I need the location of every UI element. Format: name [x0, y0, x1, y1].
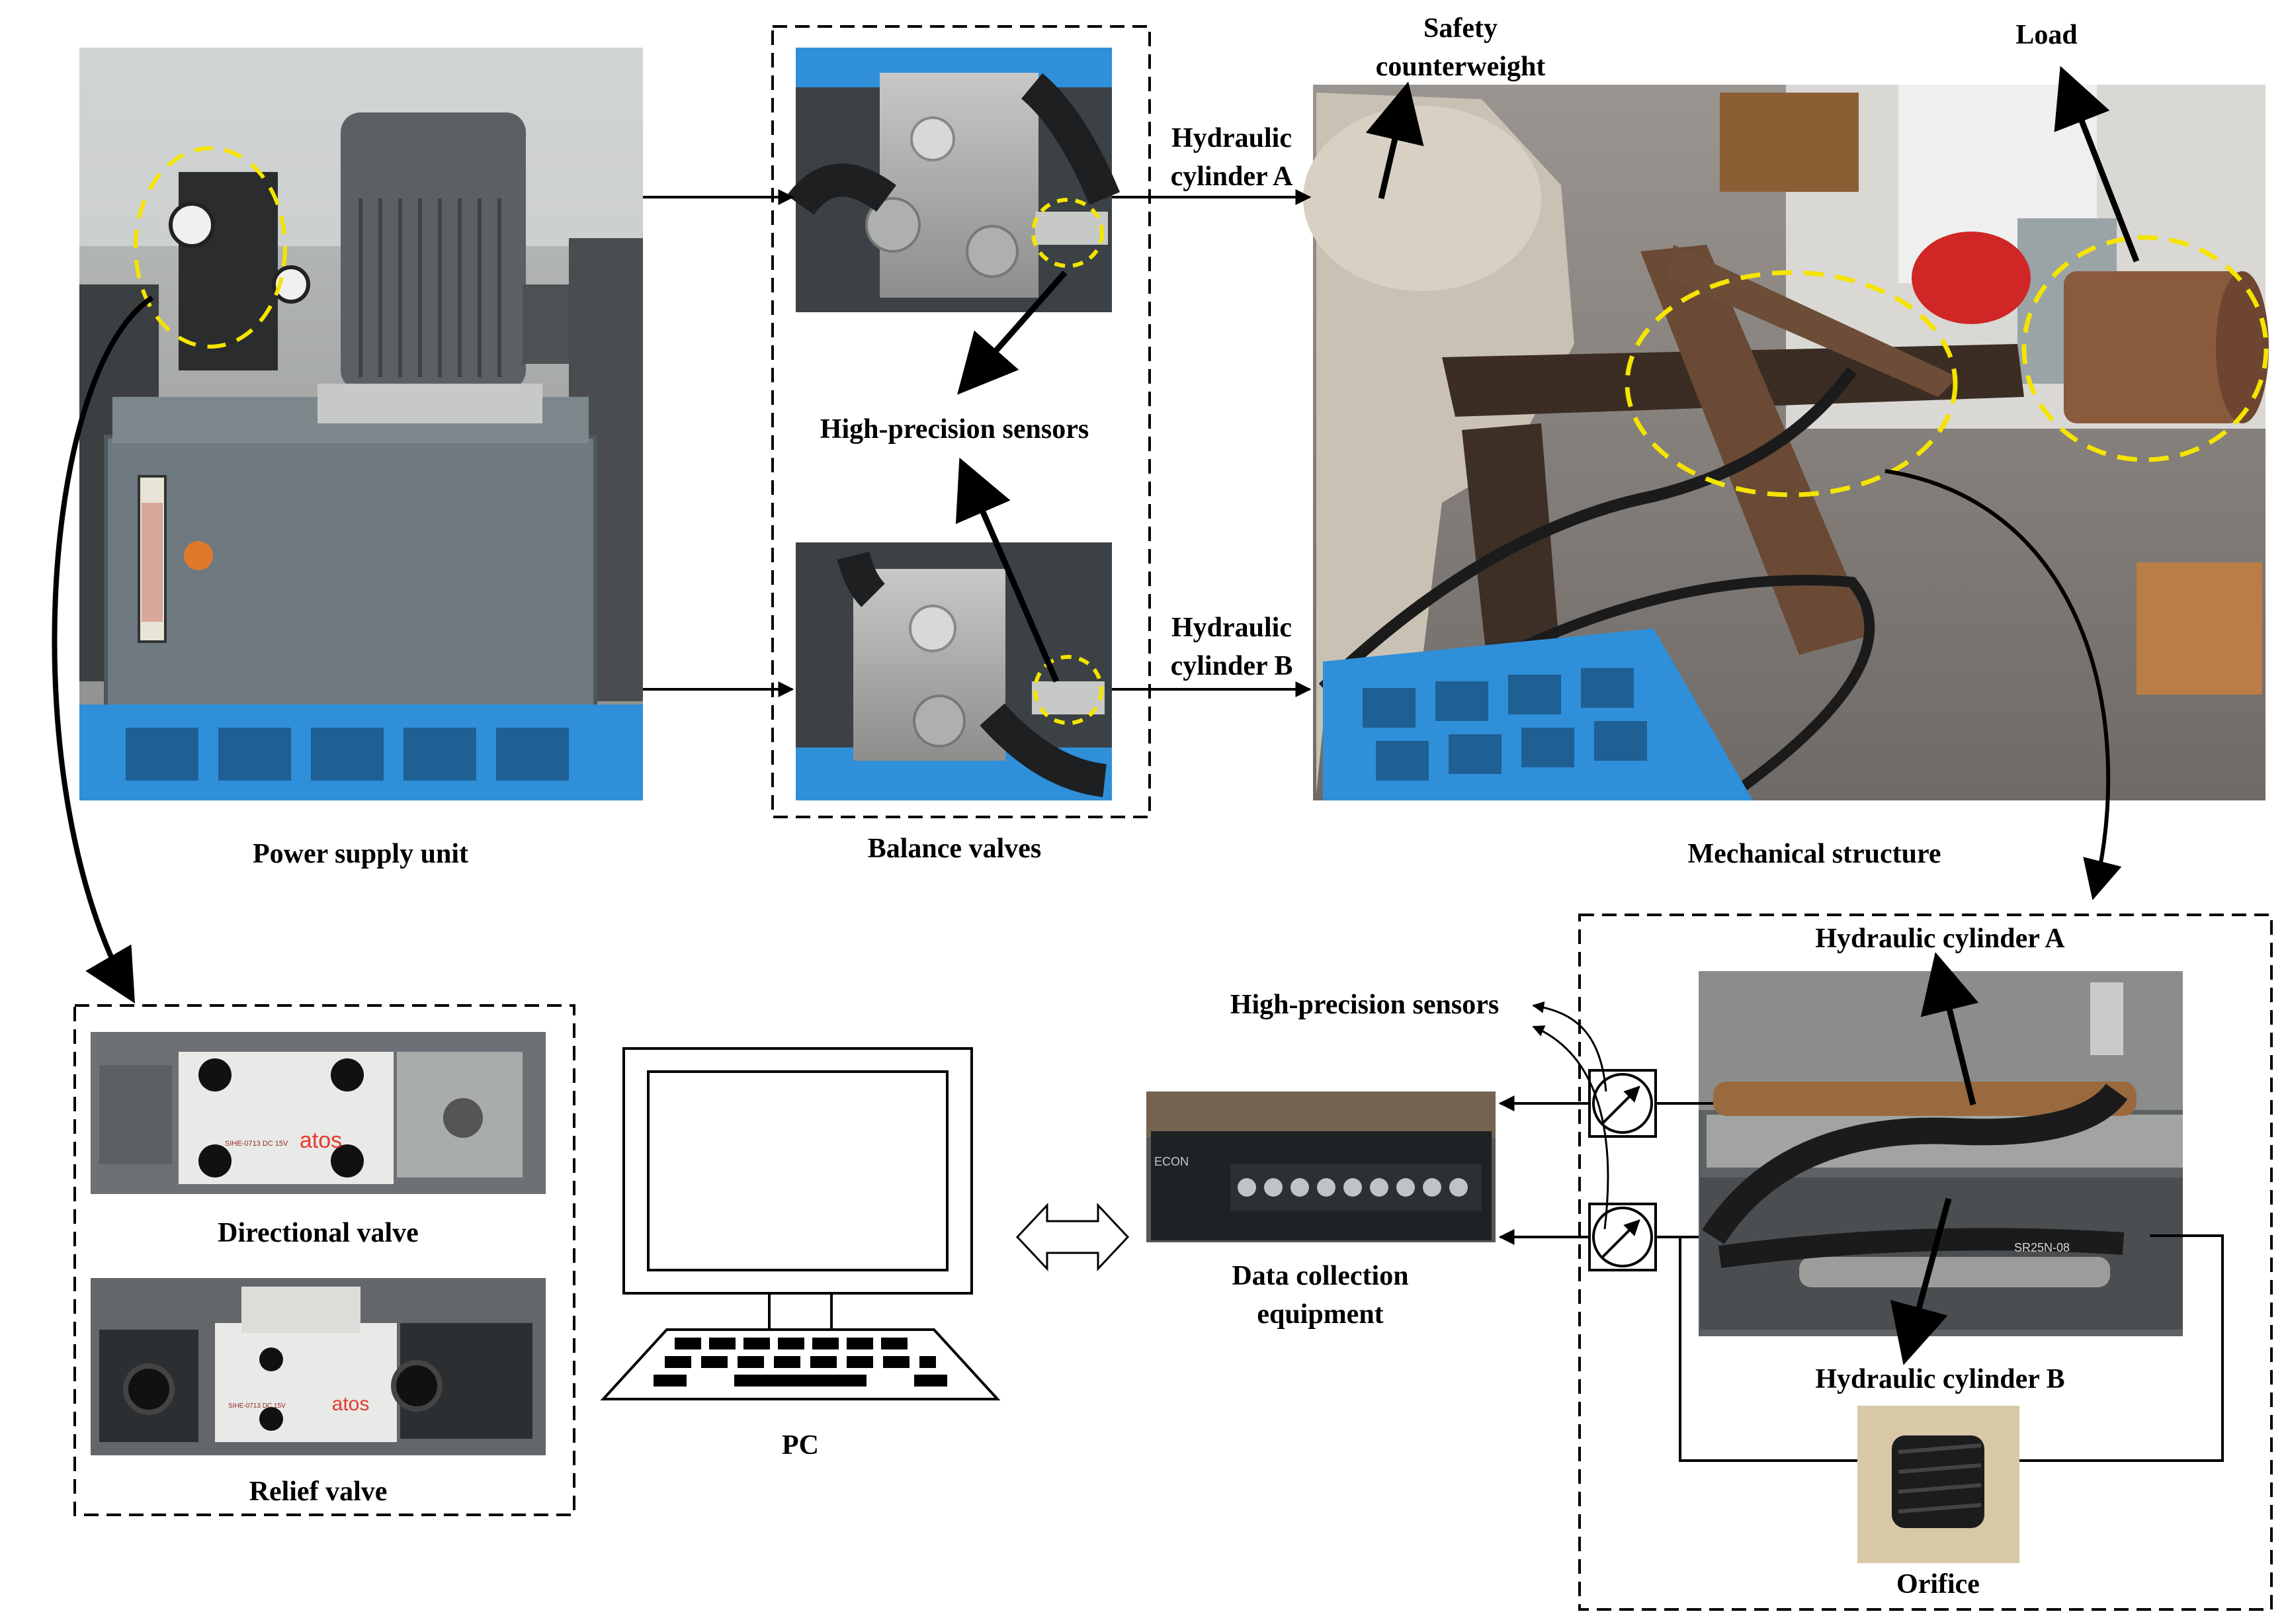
balance-valve-a-photo: [786, 48, 1121, 312]
orifice-caption: Orifice: [1896, 1569, 1980, 1600]
hydraulic-cylinder-b-label-line1: Hydraulic: [1171, 613, 1292, 643]
hydraulic-cylinder-b-caption: Hydraulic cylinder B: [1815, 1364, 2064, 1394]
pc-keyboard-keys: [654, 1338, 947, 1387]
hydraulic-cylinders-photo: SR25N-08: [1699, 971, 2183, 1336]
orifice-photo: [1857, 1406, 2019, 1563]
orifice-circuit-line-right: [2019, 1234, 2224, 1462]
arrow-structure-to-cylinders-box: [1884, 469, 2122, 900]
hose-print: SR25N-08: [2014, 1241, 2070, 1254]
hydraulic-cylinder-a-label-line2: cylinder A: [1171, 161, 1293, 192]
power-supply-unit-photo: [79, 48, 643, 800]
high-precision-sensors-label-bottom: High-precision sensors: [1230, 990, 1499, 1020]
safety-counterweight-label-line2: counterweight: [1376, 52, 1546, 82]
relief-valve-photo: atos SIHE-0713 DC 15V: [91, 1278, 546, 1455]
sensor-b-label-arrow: [1532, 1025, 1609, 1230]
cylinder-b-arrow: [1890, 1197, 1952, 1365]
directional-valve-model: SIHE-0713 DC 15V: [225, 1140, 288, 1148]
hydraulic-cylinder-a-caption: Hydraulic cylinder A: [1815, 923, 2065, 954]
daq-brand: ECON: [1154, 1155, 1189, 1168]
arrow-power-unit-to-valves-box: [52, 295, 154, 1004]
balance-valves-box: [771, 25, 1151, 818]
relief-valve-brand: atos: [332, 1393, 370, 1415]
safety-counterweight-arrow: [1365, 81, 1424, 200]
data-collection-caption-line1: Data collection: [1232, 1261, 1408, 1291]
orifice-circuit-line: [1679, 1237, 1857, 1462]
load-arrow: [2054, 65, 2140, 263]
directional-valve-photo: atos SIHE-0713 DC 15V: [91, 1032, 546, 1194]
sensor-a-label-arrow: [1532, 1001, 1607, 1092]
pressure-sensor-b-symbol: [1588, 1203, 1657, 1271]
load-label: Load: [2015, 20, 2077, 50]
hydraulic-cylinder-b-label-line2: cylinder B: [1171, 651, 1293, 681]
pressure-sensor-a-symbol: [1588, 1069, 1657, 1138]
safety-counterweight-label-line1: Safety: [1423, 13, 1498, 44]
sensor-arrow-to-valve-a: [957, 271, 1068, 395]
hydraulic-cylinder-a-label-line1: Hydraulic: [1171, 123, 1292, 153]
mechanical-structure-caption: Mechanical structure: [1688, 839, 1941, 869]
pc-caption: PC: [782, 1430, 819, 1461]
valves-box: [73, 1004, 575, 1516]
relief-valve-caption: Relief valve: [249, 1476, 388, 1507]
sensor-arrow-from-valve-b: [955, 457, 1060, 683]
data-collection-caption-line2: equipment: [1257, 1299, 1383, 1330]
mechanical-structure-photo: [1303, 85, 2269, 800]
directional-valve-brand: atos: [300, 1128, 342, 1153]
relief-valve-model: SIHE-0713 DC 15V: [228, 1402, 286, 1410]
cylinder-a-arrow: [1920, 952, 1979, 1106]
balance-valve-b-photo: [796, 542, 1112, 800]
power-supply-unit-caption: Power supply unit: [253, 839, 468, 869]
pc-data-double-arrow: [1015, 1203, 1130, 1271]
directional-valve-caption: Directional valve: [218, 1218, 419, 1248]
balance-valves-caption: Balance valves: [868, 833, 1041, 864]
high-precision-sensors-label-top: High-precision sensors: [820, 414, 1089, 445]
cylinders-box: [1578, 914, 2273, 1611]
data-collection-photo: ECON: [1146, 1091, 1496, 1242]
